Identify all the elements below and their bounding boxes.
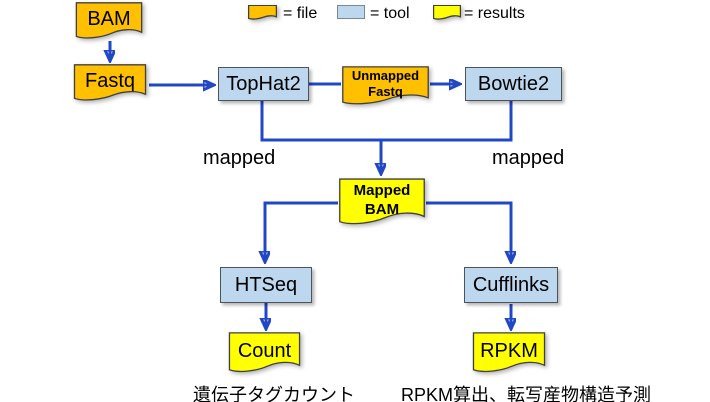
node-bam-file: BAM bbox=[75, 2, 143, 43]
legend-tool-label: = tool bbox=[370, 5, 410, 22]
edge-label-mapped-right: mapped bbox=[492, 147, 565, 169]
node-htseq-tool: HTSeq bbox=[220, 267, 312, 303]
caption-gene-tag-count: 遺伝子タグカウント bbox=[193, 385, 355, 402]
node-bowtie2-tool: Bowtie2 bbox=[465, 67, 562, 101]
legend-file-label: = file bbox=[283, 5, 318, 22]
legend-results-swatch-icon bbox=[433, 5, 461, 21]
connector-mapped-bam-to-cufflinks bbox=[426, 201, 511, 261]
caption-rpkm-prediction: RPKM算出、転写産物構造予測 bbox=[401, 385, 652, 402]
node-label-bowtie2: Bowtie2 bbox=[477, 72, 550, 95]
node-label-unmapped-fastq: Unmapped Fastq bbox=[351, 67, 420, 99]
connector-mapped-bus bbox=[260, 101, 513, 142]
node-rpkm-results: RPKM bbox=[472, 332, 546, 377]
node-label-count: Count bbox=[237, 340, 292, 362]
node-mapped-bam-results: Mapped BAM bbox=[338, 178, 426, 230]
edge-label-mapped-left: mapped bbox=[203, 147, 276, 169]
connector-mapped-bam-to-htseq bbox=[265, 201, 338, 261]
legend-results-label: = results bbox=[464, 5, 525, 22]
node-count-results: Count bbox=[228, 332, 301, 377]
node-label-cufflinks: Cufflinks bbox=[472, 273, 550, 296]
node-label-tophat2: TopHat2 bbox=[226, 72, 301, 95]
legend-tool-swatch-icon bbox=[337, 5, 365, 19]
node-fastq-file: Fastq bbox=[73, 64, 147, 105]
node-label-mapped-bam: Mapped BAM bbox=[353, 181, 411, 218]
node-cufflinks-tool: Cufflinks bbox=[464, 267, 558, 303]
node-tophat2-tool: TopHat2 bbox=[218, 67, 309, 101]
node-unmapped-fastq-file: Unmapped Fastq bbox=[341, 66, 430, 109]
node-label-rpkm: RPKM bbox=[480, 340, 538, 362]
node-label-htseq: HTSeq bbox=[234, 273, 298, 296]
node-label-bam: BAM bbox=[87, 8, 131, 30]
legend-file-swatch-icon bbox=[248, 5, 277, 21]
node-label-fastq: Fastq bbox=[84, 70, 136, 92]
